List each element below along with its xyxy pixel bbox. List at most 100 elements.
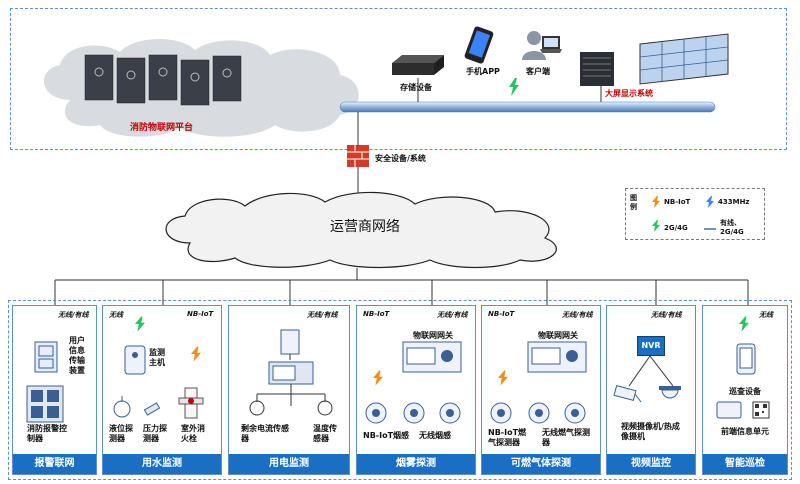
smoke-conn1-label: NB-IoT (363, 310, 390, 318)
power-residual-label: 剩余电流传感器 (241, 424, 289, 443)
gas-orange-bolt (498, 370, 508, 386)
water-pressure-label: 压力探测器 (143, 424, 167, 443)
network-title: 运营商网络 (330, 219, 400, 235)
panel-smoke: NB-IoT 无线/有线 物联网网关 NB-IoT烟感 无线烟感 烟雾探测 (356, 305, 476, 475)
gas-conn2-label: 无线/有线 (562, 311, 593, 319)
water-green-bolt (135, 316, 145, 332)
alarm-controller-label: 消防报警控制器 (27, 424, 67, 443)
mobile-phone-icon (464, 26, 494, 64)
security-label: 安全设备/系统 (375, 154, 426, 163)
smoke-detector-3-icon (439, 402, 461, 424)
mobile-label: 手机APP (466, 67, 500, 76)
panel-power: 无线/有线 剩余电流传感器 温度传感器 用电监测 (228, 305, 350, 475)
line-bus-to-firewall (357, 112, 359, 146)
bigscreen-label: 大屏显示系统 (605, 89, 653, 98)
footer-water[interactable]: 用水监测 (103, 454, 221, 474)
smoke-detector-1-icon (365, 402, 387, 424)
legend-nbiot-icon (652, 196, 660, 208)
server-cluster-icon (84, 54, 242, 106)
backbone-bus (339, 101, 716, 113)
line-firewall-to-cloud (357, 167, 359, 193)
qr-code-icon (752, 401, 770, 419)
platform-region (10, 8, 787, 150)
panel-patrol: 无线 巡查设备 前端信息单元 智能巡检 (702, 305, 788, 475)
water-host-label: 监测主机 (149, 348, 165, 367)
smoke-wireless-label: 无线烟感 (419, 431, 451, 440)
video-lines (628, 355, 674, 387)
video-camera-label: 视频摄像机/热成像摄机 (621, 422, 680, 441)
line-storage (417, 78, 419, 102)
storage-device-icon (392, 55, 444, 75)
water-level-label: 液位探测器 (109, 424, 133, 443)
footer-smoke[interactable]: 烟雾探测 (357, 454, 475, 474)
power-module-icon (280, 329, 300, 360)
legend-title: 图例 (630, 194, 637, 211)
smoke-nb-label: NB-IoT烟感 (363, 431, 410, 440)
patrol-conn-label: 无线 (759, 311, 773, 319)
hydrant-icon (178, 387, 204, 419)
firewall-icon (347, 145, 369, 167)
gas-detector-2-icon (528, 402, 550, 424)
gas-gateway-icon (527, 341, 587, 373)
legend-24g-icon (652, 220, 660, 232)
legend-433-icon (706, 196, 714, 208)
water-conn2-label: NB-IoT (187, 310, 214, 318)
patrol-phone-icon (736, 343, 756, 375)
legend-24g: 2G/4G (664, 224, 688, 232)
legend-box (625, 188, 765, 240)
client-label: 客户端 (526, 67, 550, 76)
panel-alarm: 无线/有线 用户信息传输装置 消防报警控制器 报警联网 (12, 305, 97, 475)
alarm-user-device-label: 用户信息传输装置 (69, 336, 85, 375)
panel-water: 无线 NB-IoT 监测主机 液位探测器 压力探测器 室外消火栓 用水监测 (102, 305, 222, 475)
line-bigscreen (600, 86, 602, 102)
gas-detector-1-icon (490, 402, 512, 424)
footer-patrol[interactable]: 智能巡检 (703, 454, 787, 474)
level-sensor-icon (113, 396, 131, 418)
legend-wired: 有线、2G/4G (720, 219, 744, 236)
water-orange-bolt (191, 346, 201, 362)
legend-nbiot: NB-IoT (664, 198, 691, 206)
subsystem-region (8, 300, 792, 480)
power-wiring (249, 384, 333, 416)
nvr-box: NVR (637, 336, 665, 356)
water-conn1-label: 无线 (109, 311, 123, 319)
wireless-green-icon (509, 78, 519, 96)
distribution-lines (54, 268, 749, 306)
gas-conn1-label: NB-IoT (488, 310, 515, 318)
panel-video: 无线/有线 NVR 视频摄像机/热成像摄机 视频监控 (606, 305, 696, 475)
smoke-conn2-label: 无线/有线 (437, 311, 468, 319)
gas-nb-label: NB-IoT燃气探测器 (488, 428, 527, 447)
power-temp-label: 温度传感器 (313, 424, 337, 443)
user-device-icon (34, 341, 58, 373)
pressure-sensor-icon (143, 402, 161, 416)
fire-controller-icon (26, 385, 64, 423)
camera-icon (613, 384, 642, 403)
smoke-orange-bolt (373, 370, 383, 386)
patrol-green-bolt (739, 316, 749, 332)
smoke-detector-2-icon (403, 402, 425, 424)
alarm-conn-label: 无线/有线 (58, 311, 89, 319)
footer-video[interactable]: 视频监控 (607, 454, 695, 474)
footer-power[interactable]: 用电监测 (229, 454, 349, 474)
platform-title: 消防物联网平台 (130, 123, 194, 133)
storage-label: 存储设备 (400, 83, 432, 92)
footer-gas[interactable]: 可燃气体探测 (482, 454, 600, 474)
patrol-tag-label: 前端信息单元 (721, 427, 769, 436)
monitor-host-icon (124, 345, 146, 375)
power-display-icon (268, 361, 314, 385)
video-conn-label: 无线/有线 (651, 311, 682, 319)
legend-wired-line (704, 228, 716, 230)
operator-cloud (165, 191, 557, 269)
rfid-tag-icon (716, 401, 742, 419)
panel-gas: NB-IoT 无线/有线 物联网网关 NB-IoT燃气探测器 无线燃气探测器 可… (481, 305, 601, 475)
power-conn-label: 无线/有线 (307, 311, 338, 319)
patrol-device-label: 巡查设备 (729, 387, 761, 396)
display-server-icon (580, 52, 614, 86)
smoke-gateway-icon (402, 341, 462, 373)
video-wall-icon (639, 33, 729, 85)
footer-alarm[interactable]: 报警联网 (13, 454, 96, 474)
water-hydrant-label: 室外消火栓 (181, 424, 205, 443)
gas-wireless-label: 无线燃气探测器 (542, 428, 590, 447)
client-icon (522, 31, 562, 60)
gas-detector-3-icon (564, 402, 586, 424)
